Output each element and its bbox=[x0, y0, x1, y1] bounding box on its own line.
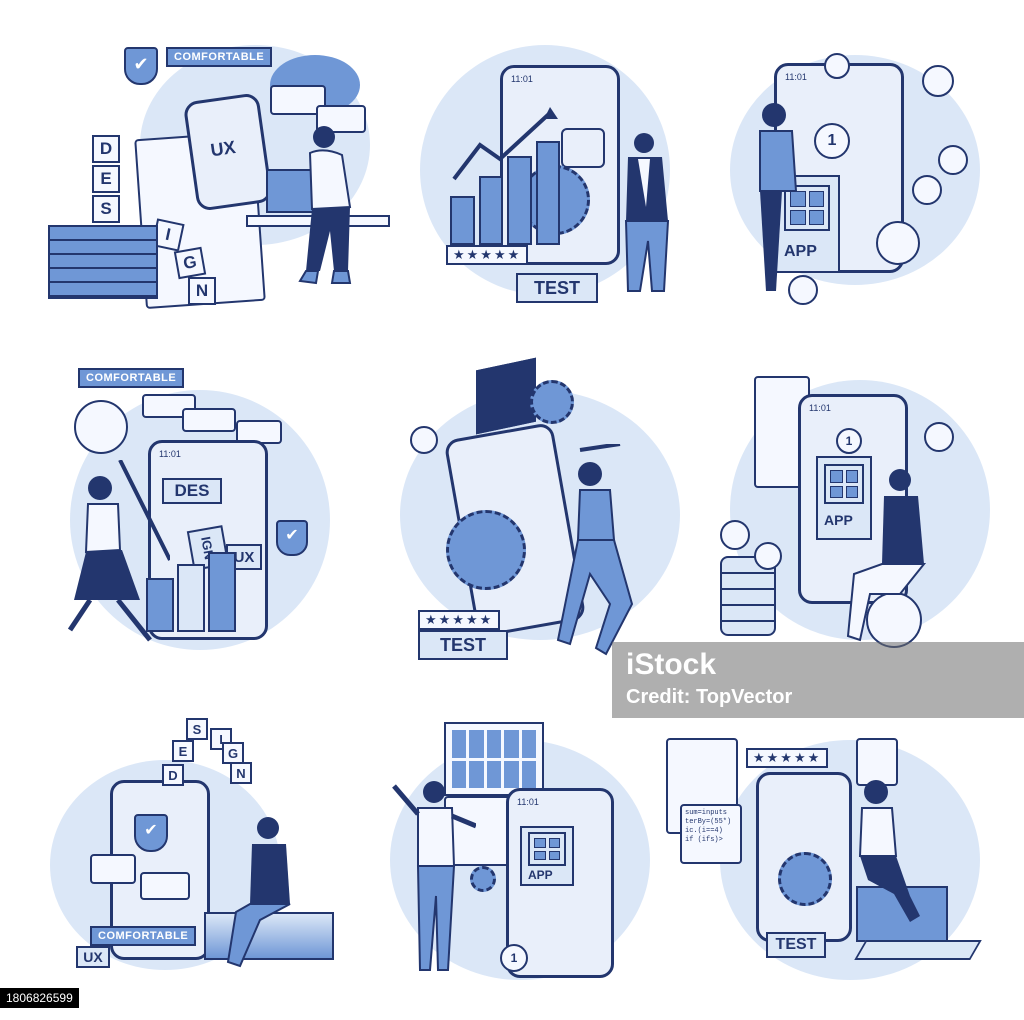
phone-time: 11:01 bbox=[809, 403, 831, 413]
phone-time: 11:01 bbox=[511, 74, 533, 84]
microphone-icon bbox=[788, 275, 818, 305]
panel-test-woman: ★★★★★ TEST bbox=[390, 357, 720, 660]
watermark: iStock Credit: TopVector bbox=[612, 642, 1024, 718]
stock-id-label: 1806826599 bbox=[0, 988, 79, 1008]
phone-mockup: UX bbox=[182, 92, 274, 212]
play-icon bbox=[720, 520, 750, 550]
seated-woman bbox=[858, 780, 920, 922]
signal-icon bbox=[876, 221, 920, 265]
phone-time: 11:01 bbox=[517, 797, 539, 807]
letter-cube: G bbox=[222, 742, 244, 764]
woman-presenter bbox=[759, 103, 798, 291]
shield-check-icon: ✔ bbox=[276, 520, 308, 556]
list-icon bbox=[938, 145, 968, 175]
woman-with-pencil bbox=[67, 460, 170, 642]
rating-stars: ★★★★★ bbox=[418, 610, 501, 630]
test-button[interactable]: TEST bbox=[766, 932, 826, 958]
test-button[interactable]: TEST bbox=[516, 273, 598, 303]
panel-design-woman: COMFORTABLE 11:01 DES IGN UX ✔ bbox=[50, 360, 380, 660]
comfortable-tag: COMFORTABLE bbox=[166, 47, 273, 67]
signal-icon bbox=[866, 592, 922, 648]
play-icon bbox=[922, 65, 954, 97]
watermark-brand: iStock bbox=[626, 648, 717, 681]
app-label: APP bbox=[528, 868, 553, 882]
location-icon bbox=[754, 542, 782, 570]
letter-cube: S bbox=[92, 195, 120, 223]
gear-icon bbox=[470, 866, 496, 892]
woman-with-pencil bbox=[556, 444, 634, 656]
panel-test-laptop: ★★★★★ sum=inputs terBy=(55*) ic.(i==4) i… bbox=[660, 700, 990, 1000]
panel-app-presenter: 11:01 APP 1 bbox=[370, 700, 700, 1000]
panel-app-man: 11:01 1 APP bbox=[690, 360, 1020, 660]
target-icon bbox=[74, 400, 128, 454]
chat-card bbox=[140, 872, 190, 900]
flowchart-icon bbox=[561, 128, 605, 168]
panel-ux-design: ✔ COMFORTABLE UX D E S I G N bbox=[40, 35, 390, 335]
chat-card bbox=[90, 854, 136, 884]
letter-cube: G bbox=[173, 246, 207, 280]
chat-card bbox=[182, 408, 236, 432]
letter-cube: N bbox=[230, 762, 252, 784]
phone-time: 11:01 bbox=[785, 72, 807, 82]
letter-cube: D bbox=[92, 135, 120, 163]
letter-cube: E bbox=[92, 165, 120, 193]
watermark-credit: Credit: TopVector bbox=[626, 686, 793, 708]
seated-man bbox=[226, 817, 291, 968]
book-stack bbox=[48, 225, 158, 299]
app-card: APP bbox=[520, 826, 574, 886]
ux-label: UX bbox=[209, 137, 237, 161]
gear-icon bbox=[530, 380, 574, 424]
shield-check-icon: ✔ bbox=[124, 47, 158, 85]
comfortable-tag: COMFORTABLE bbox=[78, 368, 185, 388]
phone-mockup bbox=[756, 772, 852, 942]
panel-app: 11:01 1 APP bbox=[690, 35, 1020, 335]
like-icon bbox=[924, 422, 954, 452]
app-label: APP bbox=[824, 512, 853, 528]
panel-test-growth: 11:01 ★★★★★ TEST bbox=[360, 35, 690, 335]
letter-cube: D bbox=[162, 764, 184, 786]
award-badge: 1 bbox=[814, 123, 850, 159]
sun-icon bbox=[410, 426, 438, 454]
app-label: APP bbox=[784, 243, 817, 260]
award-badge: 1 bbox=[500, 944, 528, 972]
gear-icon bbox=[446, 510, 526, 590]
award-badge: 1 bbox=[836, 428, 862, 454]
app-grid-icon bbox=[784, 185, 830, 231]
letter-cube: S bbox=[186, 718, 208, 740]
seated-man bbox=[846, 469, 927, 642]
list-clipboard bbox=[856, 738, 898, 786]
letter-cube: N bbox=[188, 277, 216, 305]
app-grid-icon bbox=[824, 464, 864, 504]
growth-arrow-icon bbox=[452, 107, 558, 181]
letter-cube: E bbox=[172, 740, 194, 762]
design-word: DES bbox=[162, 478, 222, 504]
phone-time: 11:01 bbox=[159, 449, 181, 459]
rating-stars: ★★★★★ bbox=[446, 245, 529, 265]
like-icon bbox=[824, 53, 850, 79]
code-snippet: sum=inputs terBy=(55*) ic.(i==4) if (ifs… bbox=[680, 804, 742, 864]
laptop-keyboard bbox=[854, 940, 982, 960]
test-button[interactable]: TEST bbox=[418, 630, 508, 660]
presenter-man bbox=[392, 781, 476, 971]
gear-icon bbox=[778, 852, 832, 906]
calendar-board bbox=[444, 722, 544, 796]
app-card: APP bbox=[816, 456, 872, 540]
circuit-board bbox=[476, 357, 536, 435]
shield-check-icon: ✔ bbox=[134, 814, 168, 852]
businessman bbox=[624, 133, 670, 292]
designer-man bbox=[298, 126, 352, 285]
ux-box: UX bbox=[76, 946, 110, 968]
bar-chart bbox=[146, 552, 256, 632]
panel-comfortable-man: ✔ D E S I G N COMFORTABLE UX bbox=[50, 700, 380, 1000]
app-grid-icon bbox=[528, 832, 566, 866]
comfortable-tag: COMFORTABLE bbox=[90, 926, 197, 946]
bar-chart bbox=[450, 141, 560, 245]
toggle-icon bbox=[912, 175, 942, 205]
rating-stars: ★★★★★ bbox=[746, 748, 829, 768]
